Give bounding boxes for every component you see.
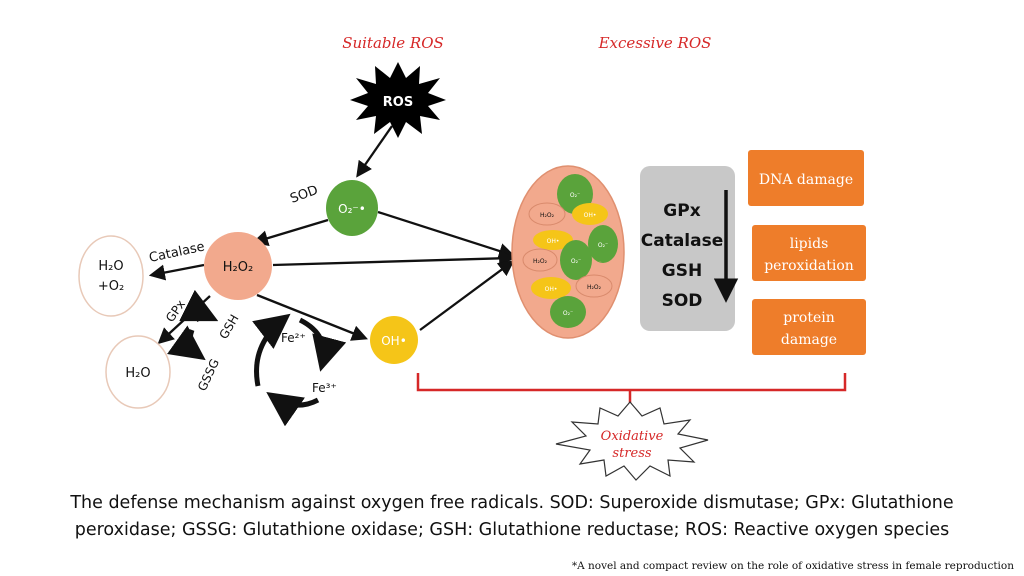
arrow-hydroxyl-to-cluster xyxy=(419,260,515,331)
caption-line1: The defense mechanism against oxygen fre… xyxy=(70,493,954,513)
hydroxyl-label: OH• xyxy=(381,334,407,348)
cluster-molecule-8-label: O₂⁻ xyxy=(598,242,608,249)
suitable-ros-title: Suitable ROS xyxy=(342,34,444,52)
antioxidant-box xyxy=(640,166,735,331)
cluster-molecules: O₂⁻ H₂O₂ OH• OH• H₂O₂ O₂⁻ H₂O₂ O₂⁻ OH• H… xyxy=(522,174,618,328)
figure-caption: The defense mechanism against oxygen fre… xyxy=(40,490,984,544)
arrow-superoxide-to-cluster xyxy=(377,210,516,259)
cluster-molecule-7 xyxy=(575,274,613,298)
cluster-molecule-9-label: OH• xyxy=(545,286,558,293)
cluster-molecule-6-label: O₂⁻ xyxy=(571,258,581,265)
protein-damage-box xyxy=(752,299,866,355)
iron-cycle xyxy=(252,313,347,427)
gsh-label: GSH xyxy=(216,312,241,341)
h2o2-node xyxy=(204,232,272,300)
antioxidant-catalase: Catalase xyxy=(641,231,724,251)
protein-line2: damage xyxy=(781,332,837,348)
oxidative-stress-line1: Oxidative xyxy=(601,429,664,444)
cluster-molecule-9 xyxy=(531,277,571,299)
cluster-molecule-7-label: H₂O₂ xyxy=(587,284,602,291)
lipids-line1: lipids xyxy=(790,236,829,252)
cluster-molecule-2 xyxy=(528,202,566,226)
cluster-molecule-11 xyxy=(550,296,586,328)
cluster-molecule-2-label: H₂O₂ xyxy=(540,212,555,219)
arrow-superoxide-to-h2o2 xyxy=(251,218,329,246)
source-note: *A novel and compact review on the role … xyxy=(571,560,1014,572)
oxidative-stress-diagram: Suitable ROS Excessive ROS ROS Fe²⁺ Fe³⁺… xyxy=(78,34,866,481)
catalase-enzyme-label: Catalase xyxy=(148,239,206,265)
water-label: H₂O xyxy=(125,366,150,381)
excessive-ros-title: Excessive ROS xyxy=(598,34,712,52)
superoxide-node xyxy=(326,180,378,236)
protein-line1: protein xyxy=(783,310,835,326)
superoxide-label: O₂⁻• xyxy=(338,202,366,216)
caption-line2: peroxidase; GSSG: Glutathione oxidase; G… xyxy=(74,520,950,540)
water-oxygen-line1: H₂O xyxy=(98,259,123,274)
oxidative-stress-line2: stress xyxy=(612,446,651,461)
reaction-arrows xyxy=(148,125,516,345)
oxidative-stress-burst xyxy=(555,401,709,481)
arrow-h2o2-to-water-oxygen xyxy=(148,263,205,281)
cluster-molecule-5-label: H₂O₂ xyxy=(533,258,548,265)
cluster-molecule-10-label: H₂O₂ xyxy=(599,261,602,263)
gssg-label: GSSG xyxy=(195,357,222,394)
water-node xyxy=(105,335,171,409)
cluster-molecule-10 xyxy=(544,267,546,269)
dna-damage-box xyxy=(748,150,864,206)
cluster-molecule-4 xyxy=(533,230,573,250)
cluster-molecule-8 xyxy=(588,225,618,263)
ros-label: ROS xyxy=(383,95,413,110)
cluster-molecule-6 xyxy=(560,240,592,280)
antioxidant-sod: SOD xyxy=(662,291,703,311)
hydroxyl-node xyxy=(370,316,418,364)
h2o2-label: H₂O₂ xyxy=(223,260,253,275)
arrow-h2o2-to-hydroxyl xyxy=(256,293,368,341)
cluster-molecule-3 xyxy=(572,203,608,225)
arrow-h2o2-to-cluster xyxy=(272,250,516,267)
lipids-peroxidation-box xyxy=(752,225,866,281)
antioxidant-gsh: GSH xyxy=(662,261,702,281)
cluster-molecule-4-label: OH• xyxy=(547,238,560,245)
water-oxygen-node xyxy=(78,235,144,317)
fe3-label: Fe³⁺ xyxy=(312,381,337,395)
water-oxygen-line2: +O₂ xyxy=(98,279,124,294)
lipids-line2: peroxidation xyxy=(764,258,854,274)
dna-damage-label: DNA damage xyxy=(759,172,853,188)
cluster-molecule-5 xyxy=(522,248,558,272)
arrow-ros-to-superoxide xyxy=(356,125,393,178)
sod-enzyme-label: SOD xyxy=(288,183,320,207)
cluster-molecule-3-label: OH• xyxy=(584,212,597,219)
ros-starburst xyxy=(350,62,446,138)
glutathione-cycle xyxy=(167,289,219,361)
fe2-label: Fe²⁺ xyxy=(281,331,306,345)
cluster-molecule-1-label: O₂⁻ xyxy=(570,192,580,199)
cluster-molecule-11-label: O₂⁻ xyxy=(563,310,573,317)
antioxidant-gpx: GPx xyxy=(663,201,700,221)
